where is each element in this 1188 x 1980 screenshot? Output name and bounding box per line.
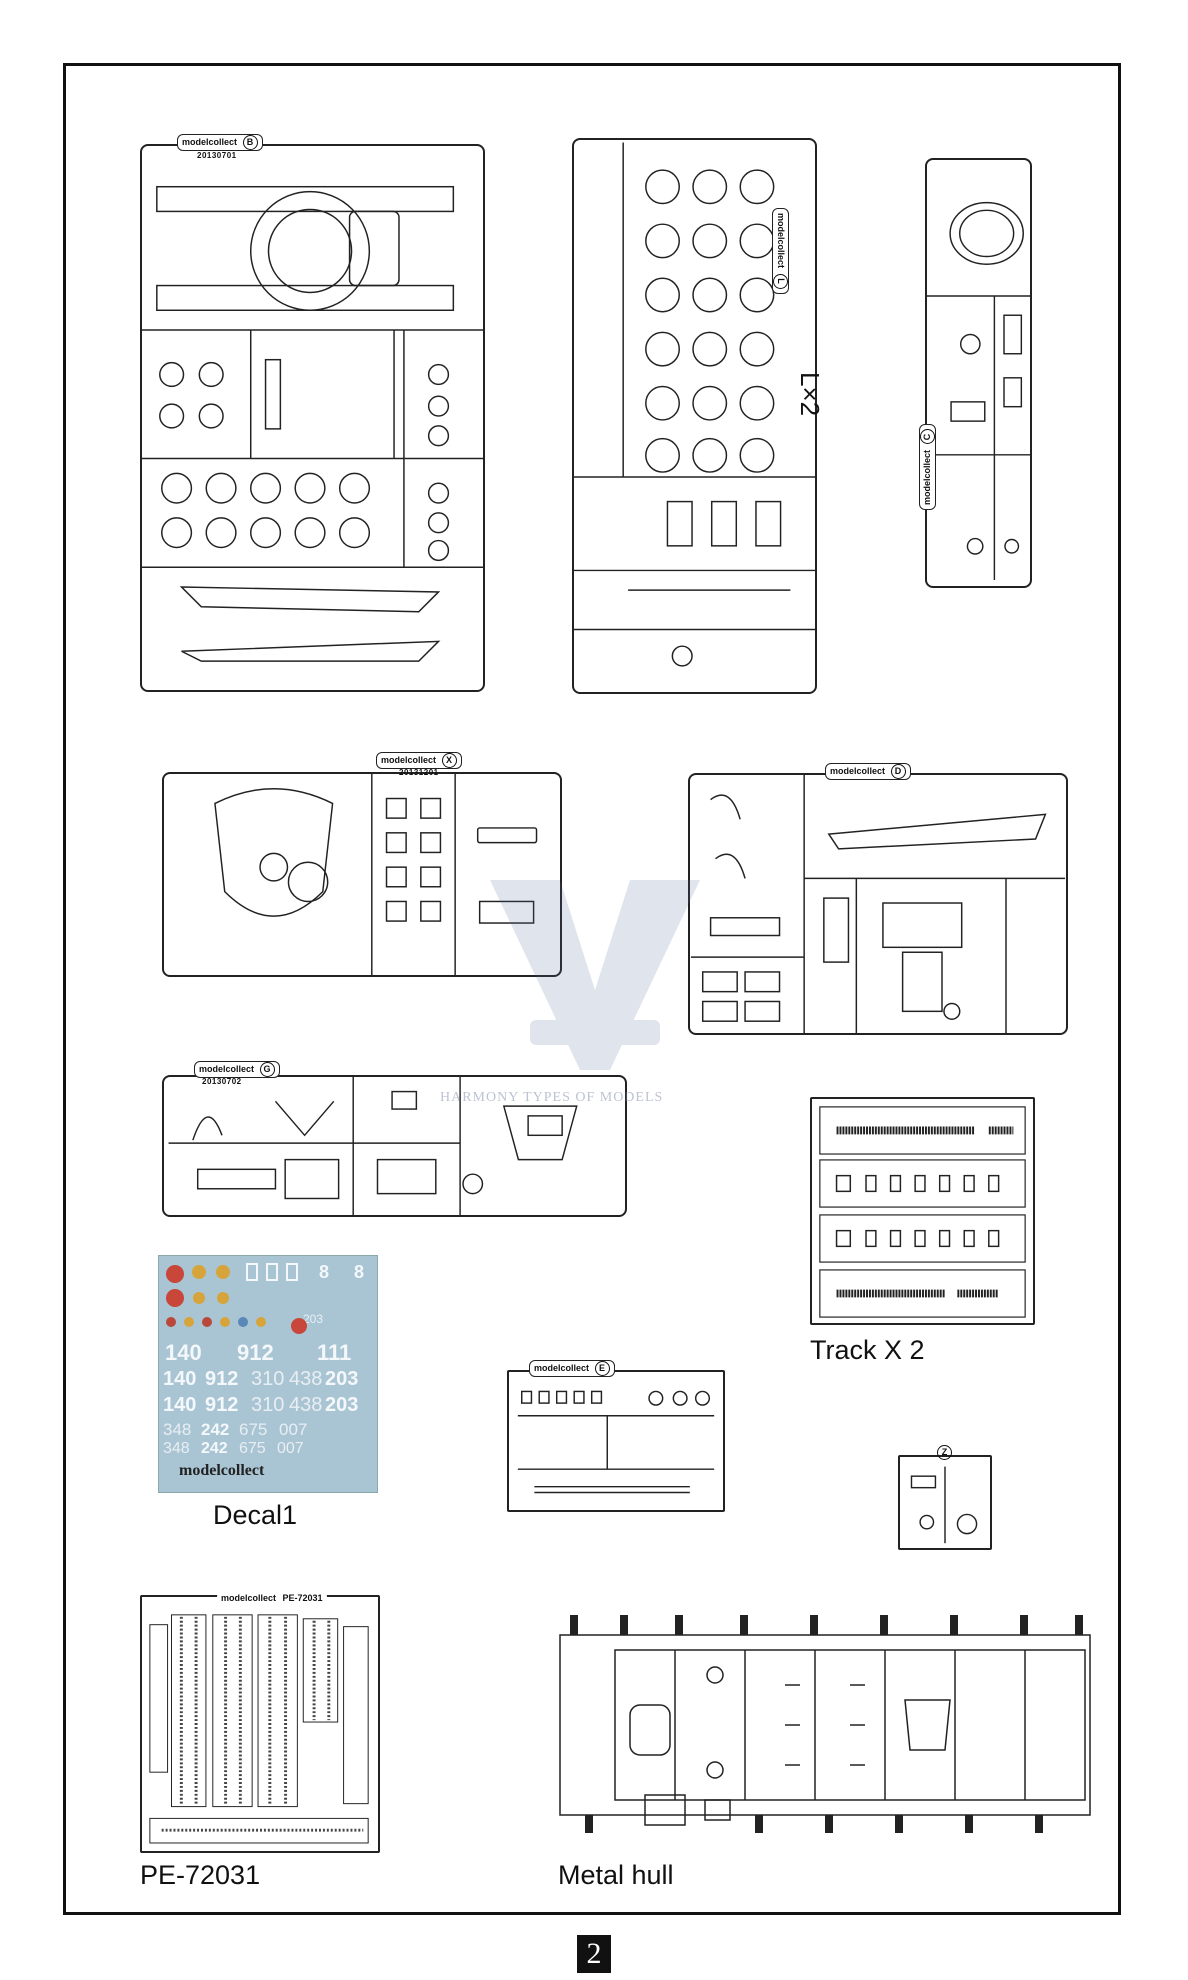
metal-hull	[559, 1615, 1091, 1833]
decal-number: 203	[325, 1394, 359, 1416]
sprue-l-letter: L	[773, 273, 788, 289]
sprue-c-tag: modelcollect C	[919, 424, 936, 510]
decal-number: 912	[205, 1368, 239, 1390]
decal-number: 203	[325, 1368, 359, 1390]
track-links	[819, 1106, 1026, 1318]
decal-number: 438	[289, 1394, 323, 1416]
pe-sheet: modelcollect PE-72031	[140, 1591, 380, 1853]
decal-number: 140	[163, 1394, 197, 1416]
decal-number: 203	[303, 1312, 324, 1326]
sprue-g-parts	[168, 1077, 578, 1215]
sprue-b: modelcollect B 20130701	[140, 134, 485, 692]
decal-insignia	[166, 1263, 307, 1334]
decal-number: 912	[205, 1394, 239, 1416]
pe-sheet-code: PE-72031	[282, 1593, 323, 1603]
track-label: Track X 2	[810, 1335, 925, 1365]
decal-number: 310	[251, 1394, 285, 1416]
sprue-l: modelcollect L	[572, 138, 817, 694]
sprue-z-letter: Z	[937, 1445, 952, 1460]
sprue-x-tag: modelcollect X	[376, 752, 462, 769]
decal-number: 007	[279, 1420, 308, 1439]
decal-number: 242	[201, 1420, 230, 1439]
sprue-x-brand: modelcollect	[381, 755, 437, 765]
sprue-x-code: 20131201	[399, 768, 439, 777]
track-sprue	[810, 1097, 1035, 1325]
decal-label: Decal1	[213, 1500, 298, 1530]
sprue-x: modelcollect X 20131201	[162, 752, 562, 977]
sprue-b-brand: modelcollect	[182, 137, 238, 147]
pe-label: PE-72031	[140, 1860, 261, 1890]
sprue-g-letter: G	[259, 1062, 275, 1077]
sprue-g-brand: modelcollect	[199, 1064, 255, 1074]
decal-number: 348	[163, 1420, 192, 1439]
decal-number: 438	[289, 1368, 323, 1390]
sprue-x-parts	[214, 774, 538, 975]
sprue-e-parts	[517, 1390, 715, 1494]
page-frame	[63, 63, 1121, 1915]
watermark-logo	[490, 880, 700, 1070]
decal-number: 8	[354, 1262, 365, 1282]
pe-sheet-tag: modelcollect PE-72031	[217, 1591, 327, 1605]
sprue-e-letter: E	[594, 1361, 610, 1376]
decal-number: 912	[237, 1340, 274, 1365]
sprue-b-code: 20130701	[197, 151, 237, 160]
sprue-e-brand: modelcollect	[534, 1363, 590, 1373]
decal-number: 8	[319, 1262, 330, 1282]
sprue-l-tag: modelcollect L	[772, 208, 789, 294]
hull-label: Metal hull	[558, 1860, 674, 1890]
sprue-d-letter: D	[890, 764, 906, 779]
sprue-e-tag: modelcollect E	[529, 1360, 615, 1377]
sprue-e: modelcollect E	[507, 1360, 725, 1512]
sprue-l-brand: modelcollect	[776, 213, 786, 269]
decal-number: 310	[251, 1368, 285, 1390]
sprue-b-parts	[142, 185, 483, 662]
sprue-l-multiplier: L×2	[795, 372, 825, 417]
page-number: 2	[577, 1935, 611, 1973]
sprue-g-code: 20130702	[202, 1077, 242, 1086]
sprue-d-parts	[690, 775, 1066, 1033]
sprue-c-brand: modelcollect	[922, 449, 932, 505]
sprue-z: Z	[898, 1445, 992, 1550]
sprue-d-tag: modelcollect D	[825, 763, 911, 780]
decal-number: 140	[165, 1340, 202, 1365]
sprue-g: modelcollect G 20130702	[162, 1061, 627, 1217]
decal-sheet: 140 912 111 140 912 310 438 203 140 912 …	[158, 1255, 378, 1493]
decal-number: 111	[317, 1340, 352, 1365]
decal-number: 140	[163, 1368, 197, 1390]
sprue-c: modelcollect C	[919, 158, 1032, 588]
sprue-x-letter: X	[441, 753, 457, 768]
sprue-b-letter: B	[242, 135, 258, 150]
decal-brand: modelcollect	[179, 1462, 265, 1479]
decal-number: 675	[239, 1440, 266, 1457]
sprue-z-parts	[910, 1466, 978, 1544]
pe-sheet-parts	[149, 1614, 369, 1844]
decal-number: 348	[163, 1440, 190, 1457]
sprue-c-letter: C	[920, 429, 935, 445]
sprue-d: modelcollect D	[688, 763, 1068, 1035]
pe-sheet-brand: modelcollect	[221, 1593, 277, 1603]
sprue-l-parts	[574, 142, 815, 667]
decal-number: 007	[277, 1440, 304, 1457]
decal-number: 675	[239, 1420, 268, 1439]
sprue-z-tag: Z	[934, 1445, 952, 1460]
sprue-d-brand: modelcollect	[830, 766, 886, 776]
decal-number: 242	[201, 1440, 228, 1457]
sprue-c-parts	[927, 201, 1030, 580]
sprue-g-tag: modelcollect G	[194, 1061, 280, 1078]
sprue-b-tag: modelcollect B	[177, 134, 263, 151]
watermark-text: HARMONY TYPES OF MODELS	[440, 1090, 664, 1105]
